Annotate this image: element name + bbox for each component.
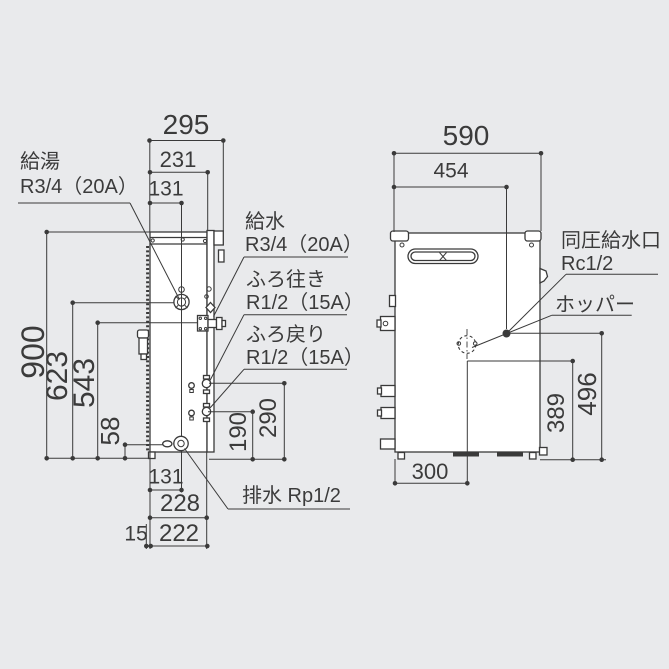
label-pressure-inlet: 同圧給水口 Rc1/2 xyxy=(561,230,661,276)
dim-hopper-height: 389 xyxy=(543,392,570,434)
label-kyusui-size: R3/4（20A） xyxy=(245,234,363,256)
label-drain: 排水 Rp1/2 xyxy=(242,485,341,508)
label-kyusui-name: 給水 xyxy=(245,211,285,233)
label-pressure-inlet-size: Rc1/2 xyxy=(561,253,614,275)
label-drain-text: 排水 Rp1/2 xyxy=(242,485,341,507)
label-kyuto-name: 給湯 xyxy=(20,151,60,173)
dim-top-center-offset: 131 xyxy=(148,177,184,201)
label-hopper: ホッパー xyxy=(555,294,635,317)
dim-bottom-width: 300 xyxy=(411,459,449,484)
label-furo-modori-name: ふろ戻り xyxy=(246,324,326,346)
dim-depth-body: 231 xyxy=(159,147,197,172)
dim-furo-modori-height: 190 xyxy=(225,411,252,453)
dim-inlet-height: 496 xyxy=(572,372,602,416)
dim-drain-offset: 131 xyxy=(148,465,184,489)
front-view-dimensions xyxy=(391,151,658,486)
label-furo-iki: ふろ往き R1/2（15A） xyxy=(246,269,364,315)
dim-kyusui-height: 543 xyxy=(68,357,101,409)
front-view-drawing xyxy=(376,230,549,460)
dim-bottom-depth-a: 228 xyxy=(159,490,201,517)
dim-drain-height: 58 xyxy=(95,416,125,446)
label-furo-modori: ふろ戻り R1/2（15A） xyxy=(246,324,364,370)
label-furo-iki-size: R1/2（15A） xyxy=(246,292,364,314)
label-kyuto-size: R3/4（20A） xyxy=(20,176,138,198)
dim-furo-iki-height: 290 xyxy=(255,397,282,439)
dim-width-overall: 590 xyxy=(442,120,490,151)
dim-depth-overall: 295 xyxy=(162,109,210,140)
label-kyuto: 給湯 R3/4（20A） xyxy=(20,150,138,200)
label-furo-iki-name: ふろ往き xyxy=(246,269,326,291)
dim-inlet-offset: 454 xyxy=(433,159,469,183)
side-view-drawing xyxy=(136,205,227,460)
label-hopper-text: ホッパー xyxy=(555,294,635,316)
dim-bottom-depth-b: 222 xyxy=(158,520,200,547)
label-furo-modori-size: R1/2（15A） xyxy=(246,347,364,369)
label-pressure-inlet-name: 同圧給水口 xyxy=(561,230,661,252)
side-view-dimensions xyxy=(18,138,350,549)
dim-wall-gap: 15 xyxy=(124,522,148,546)
label-kyusui: 給水 R3/4（20A） xyxy=(245,211,363,257)
